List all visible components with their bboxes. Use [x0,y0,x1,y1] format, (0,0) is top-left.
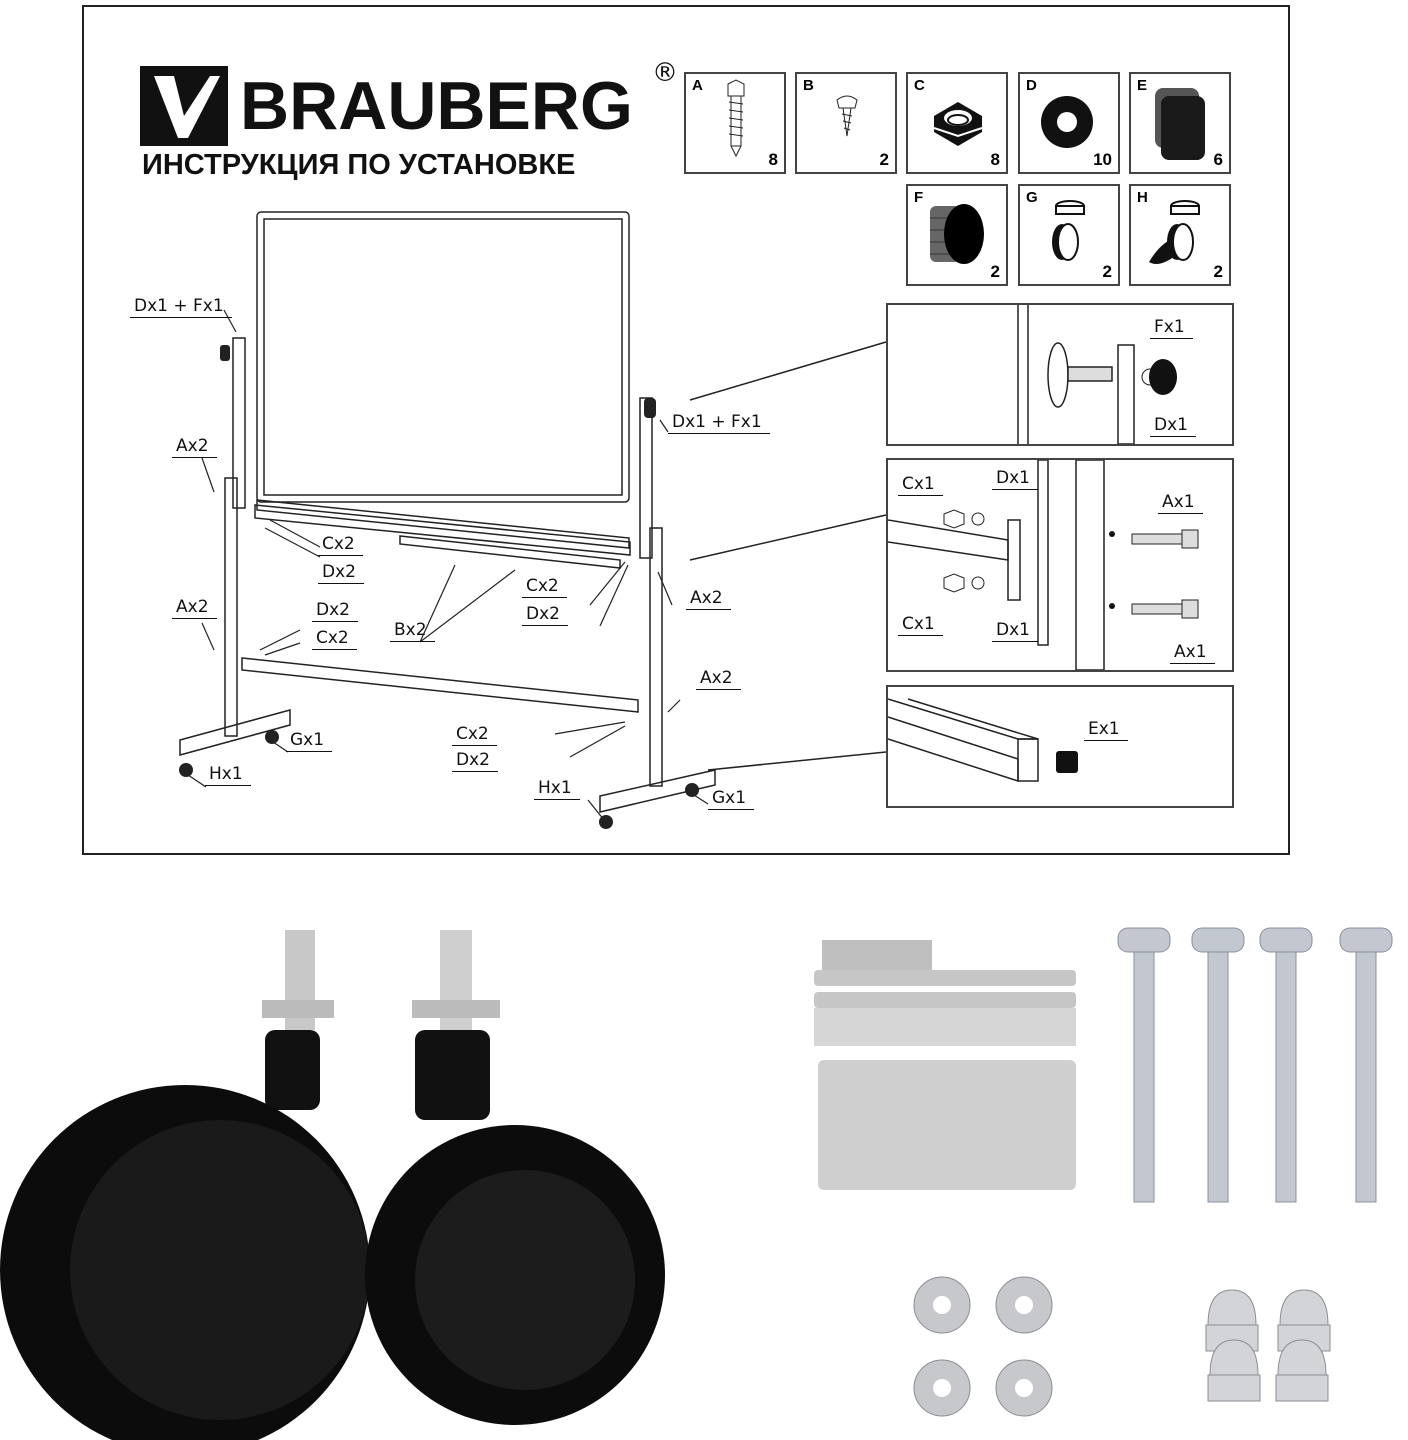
callout-label: Cx1 [898,614,943,636]
callout-label: Ax1 [1170,642,1215,664]
screw-icon [836,95,858,137]
knob-icon [930,204,984,264]
registered-mark: ® [652,58,678,88]
whiteboard-assembly-drawing [179,211,887,829]
callout-label: Cx1 [898,474,943,496]
lag-bolt-icon [727,79,745,158]
part-b: B 2 [795,72,897,174]
end-cap-icon [1155,88,1205,160]
callout-label: Ax1 [1158,492,1203,514]
part-letter: A [692,77,703,94]
part-h: H 2 [1129,184,1231,286]
callout-label: Dx1 [992,468,1038,490]
part-e: E 6 [1129,72,1231,174]
callout-label: Dx2 [312,600,358,622]
hardware-photo [0,927,1393,1440]
caster-wheel-right [365,930,665,1425]
part-letter: E [1137,77,1148,94]
callout-label: Dx1 [1150,415,1196,437]
part-letter: F [914,189,924,206]
callout-label: Cx2 [312,628,357,650]
knob-detail-drawing [1017,305,1177,444]
callout-label: Cx2 [522,576,567,598]
callout-label: Hx1 [534,778,580,800]
part-d: D 10 [1018,72,1120,174]
end-cap-detail-drawing [888,698,1078,783]
callout-label: Ax2 [696,668,741,690]
part-qty: 2 [879,150,889,169]
callout-label: Dx2 [452,750,498,772]
callout-label: Ax2 [172,436,217,458]
bracket-detail-drawing [888,460,1199,670]
callout-label: Cx2 [318,534,363,556]
cap-nuts [1205,1289,1331,1402]
part-qty: 6 [1213,150,1223,169]
callout-label: Dx2 [522,604,568,626]
callout-label: Hx1 [205,764,251,786]
part-qty: 10 [1093,150,1112,169]
caster-wheel-left [0,930,370,1440]
callout-label: Dx1 + Fx1 [668,412,770,434]
callout-label: Ax2 [686,588,731,610]
hex-nut-icon [933,102,983,146]
locking-caster-icon [1149,200,1200,264]
detail-bracket: Cx1 Dx1 Ax1 Cx1 Dx1 Ax1 [886,458,1234,672]
part-letter: D [1026,77,1037,94]
part-qty: 8 [768,150,778,169]
checkmark-logo-icon [140,66,228,146]
callout-label: Gx1 [708,788,755,810]
callout-label: Ax2 [172,597,217,619]
brand-logo: BRAUBERG [140,66,633,146]
part-letter: G [1026,189,1038,206]
callout-label: Dx1 [992,620,1038,642]
callout-label: Bx2 [390,620,435,642]
part-qty: 8 [990,150,1000,169]
part-g: G 2 [1018,184,1120,286]
machine-bolts [1117,927,1393,1203]
part-f: F 2 [906,184,1008,286]
callout-label: Gx1 [286,730,333,752]
callout-label: Cx2 [452,724,497,746]
washers [913,1276,1053,1417]
caster-icon [1052,200,1085,261]
part-a: A 8 [684,72,786,174]
callout-label: Fx1 [1150,317,1193,339]
part-letter: H [1137,189,1148,206]
callout-label: Dx1 + Fx1 [130,296,232,318]
callout-label: Ex1 [1084,719,1128,741]
part-qty: 2 [1213,262,1223,281]
instruction-title: ИНСТРУКЦИЯ ПО УСТАНОВКЕ [142,149,576,181]
part-letter: B [803,77,814,94]
part-qty: 2 [1102,262,1112,281]
detail-knob: Fx1 Dx1 [886,303,1234,446]
part-qty: 2 [990,262,1000,281]
washer-icon [1041,96,1093,148]
part-letter: C [914,77,925,94]
detail-end-cap: Ex1 [886,685,1234,808]
callout-label: Dx2 [318,562,364,584]
instruction-sheet [82,5,1290,855]
part-c: C 8 [906,72,1008,174]
brand-name: BRAUBERG [240,68,633,144]
end-caps [814,940,1076,1190]
